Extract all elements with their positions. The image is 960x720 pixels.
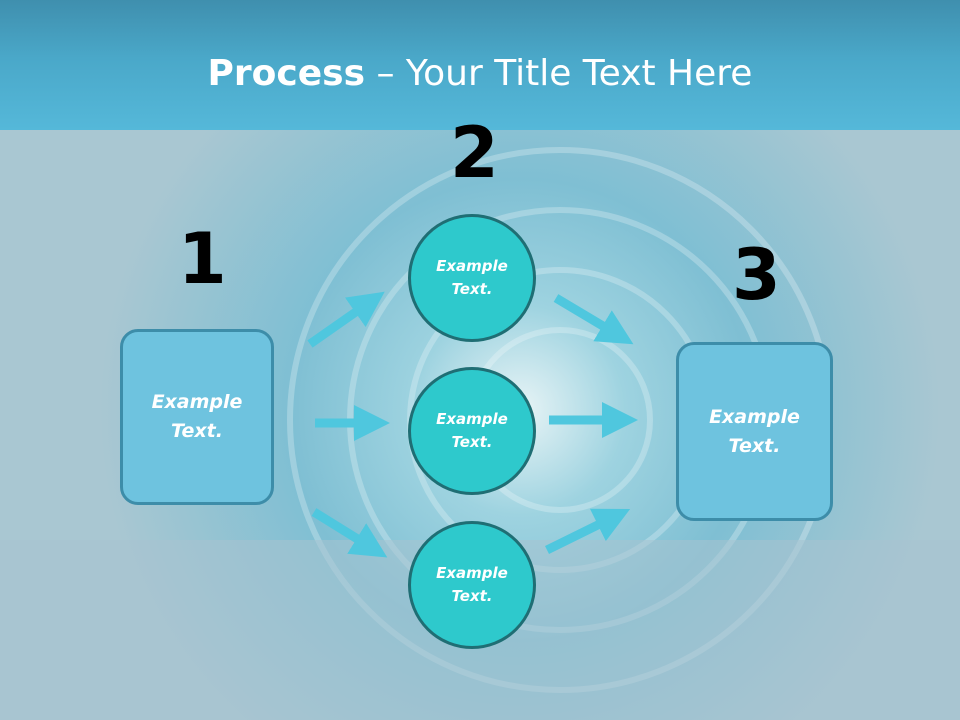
arrow-left-to-bottom: [311, 508, 388, 558]
circle-bottom: Example Text.: [408, 521, 536, 649]
right-box: Example Text.: [676, 342, 833, 521]
right-box-text: Example Text.: [709, 405, 800, 457]
step-number-3: 3: [732, 234, 781, 316]
title-band: [0, 0, 960, 130]
title-bold: Process: [207, 53, 366, 94]
step-number-1: 1: [178, 218, 227, 300]
circle-top: Example Text.: [408, 214, 536, 342]
left-box-text: Example Text.: [151, 391, 243, 442]
circle-top-text: Example Text.: [436, 257, 508, 298]
circle-middle: Example Text.: [408, 367, 536, 495]
arrow-bottom-to-right: [545, 508, 631, 555]
title-rest: – Your Title Text Here: [365, 53, 753, 94]
left-box: Example Text.: [120, 329, 274, 505]
step-number-2: 2: [450, 112, 499, 194]
arrow-top-to-right: [553, 294, 634, 345]
circle-middle-text: Example Text.: [436, 410, 508, 451]
arrow-left-to-top: [307, 291, 385, 348]
circle-bottom-text: Example Text.: [436, 564, 508, 605]
slide-title: Process – Your Title Text Here: [0, 52, 960, 96]
